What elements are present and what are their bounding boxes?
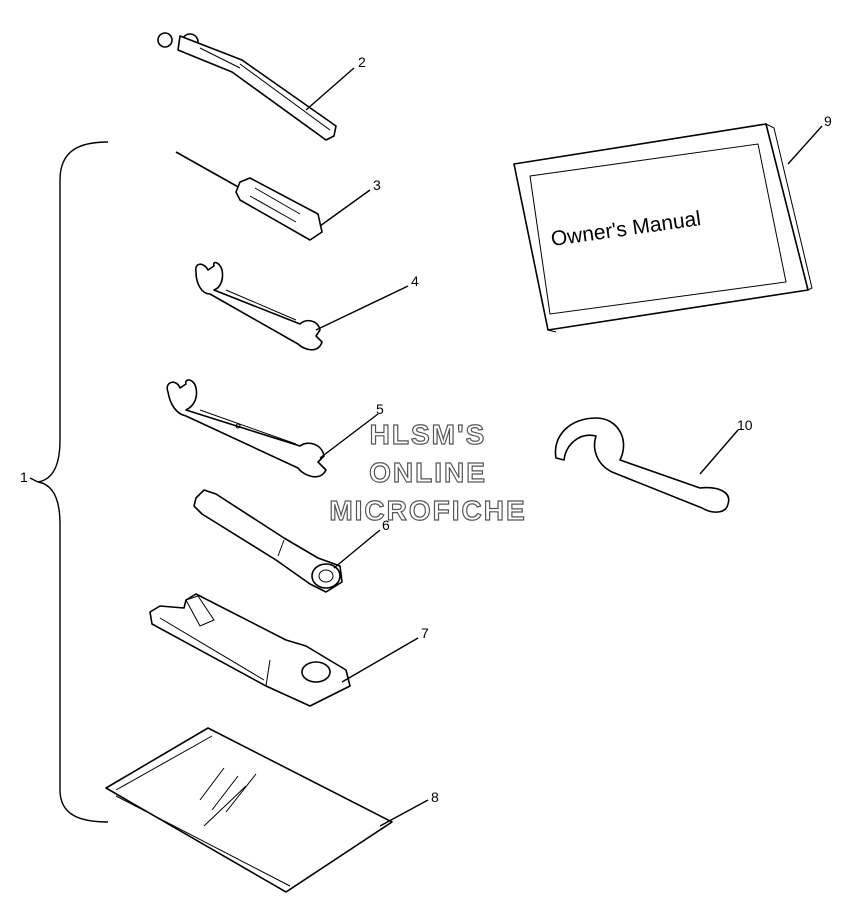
callout-4: 4 <box>411 273 419 289</box>
watermark: HLSM'S ONLINE MICROFICHE <box>329 418 526 526</box>
leader-lines <box>29 67 823 827</box>
callout-6: 6 <box>382 517 390 533</box>
owners-manual: Owner's Manual <box>513 123 813 333</box>
spark-plug-socket <box>193 489 343 593</box>
wrench-small <box>194 261 323 351</box>
watermark-line-3: MICROFICHE <box>329 495 526 526</box>
callout-7: 7 <box>421 625 429 641</box>
callout-8: 8 <box>431 789 439 805</box>
tool-pouch <box>105 727 393 893</box>
callout-9: 9 <box>824 113 832 129</box>
spark-plug-tool <box>149 593 351 707</box>
wrench-large <box>166 379 327 478</box>
group-bracket <box>37 141 109 823</box>
callout-1: 1 <box>20 469 28 485</box>
watermark-line-1: HLSM'S <box>370 419 487 450</box>
tire-gauge <box>157 32 337 141</box>
callout-3: 3 <box>373 177 381 193</box>
callout-5: 5 <box>376 401 384 417</box>
spanner-wrench <box>554 417 730 513</box>
callout-10: 10 <box>737 417 753 433</box>
callout-2: 2 <box>358 54 366 70</box>
watermark-line-2: ONLINE <box>369 457 487 488</box>
screwdriver <box>175 151 323 241</box>
